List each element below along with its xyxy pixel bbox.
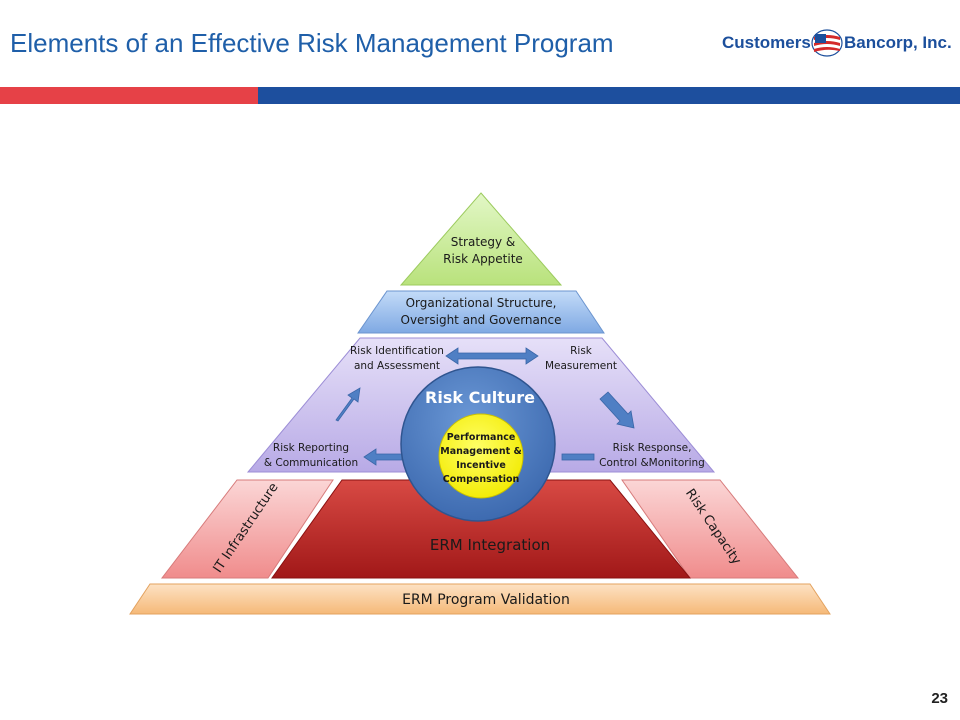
double-arrow-icon (445, 347, 539, 365)
flag-icon (811, 29, 843, 57)
header-band-blue (258, 87, 960, 104)
strategy-line2: Risk Appetite (443, 252, 523, 266)
org-structure-tier (357, 290, 605, 334)
risk-reporting-line2: & Communication (264, 457, 358, 469)
risk-response-line1: Risk Response, (613, 442, 692, 454)
risk-identification-line2: and Assessment (354, 360, 440, 372)
performance-core-circle (438, 413, 524, 499)
it-infrastructure-block (160, 479, 334, 579)
logo-word-customers: Customers (722, 33, 811, 52)
logo-word-bancorp: Bancorp, Inc. (844, 33, 952, 52)
risk-measurement-line1: Risk (570, 345, 593, 357)
org-structure-line2: Oversight and Governance (401, 313, 562, 327)
core-line2: Management & (440, 446, 522, 457)
validation-label: ERM Program Validation (402, 592, 570, 608)
risk-identification-line1: Risk Identification (350, 345, 444, 357)
risk-culture-title: Risk Culture (425, 388, 535, 407)
core-line3: Incentive (456, 460, 506, 471)
core-line1: Performance (447, 432, 516, 443)
risk-capacity-block (621, 479, 800, 579)
strategy-apex (399, 192, 563, 286)
connector-bar-right (561, 453, 595, 461)
company-logo: Customers Bancorp, Inc. (722, 28, 954, 60)
validation-bar (129, 583, 831, 615)
arrow-down-right-icon (599, 391, 635, 429)
page-title: Elements of an Effective Risk Management… (10, 28, 614, 58)
arrow-up-right-icon (335, 387, 361, 422)
risk-measurement-line2: Measurement (545, 360, 617, 372)
erm-integration-label: ERM Integration (430, 536, 550, 554)
risk-response-line2: Control &Monitoring (599, 457, 705, 469)
org-structure-line1: Organizational Structure, (406, 296, 557, 310)
header-band-red (0, 87, 258, 104)
page-number: 23 (931, 690, 948, 707)
core-line4: Compensation (443, 474, 520, 485)
risk-reporting-line1: Risk Reporting (273, 442, 349, 454)
strategy-line1: Strategy & (451, 235, 516, 249)
